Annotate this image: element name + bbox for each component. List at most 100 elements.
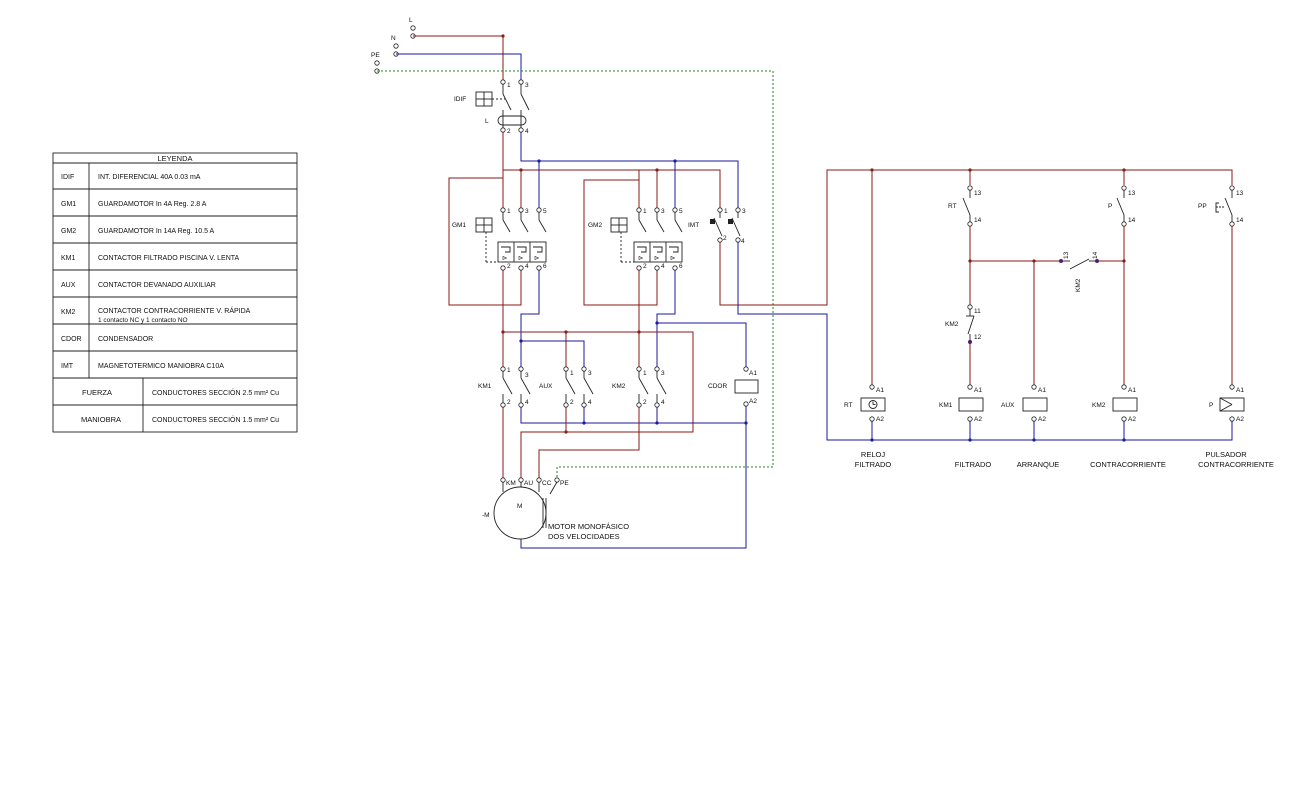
cdor-capacitor: CDOR A1 A2 [708, 366, 759, 407]
svg-text:A1: A1 [1128, 387, 1136, 394]
svg-text:PE: PE [560, 480, 569, 487]
svg-text:2: 2 [643, 263, 647, 270]
coil-label: AUX [1001, 402, 1015, 409]
svg-text:A1: A1 [1236, 387, 1244, 394]
label-n: N [391, 35, 396, 42]
svg-text:1: 1 [507, 82, 511, 89]
legend-section-desc: CONDUCTORES SECCIÓN 2.5 mm² Cu [152, 388, 279, 397]
svg-text:1: 1 [570, 370, 574, 377]
idif-toroid [497, 115, 527, 126]
svg-text:4: 4 [525, 263, 529, 270]
legend-code: GM1 [61, 201, 76, 208]
legend-code: AUX [61, 282, 76, 289]
label-km2: KM2 [612, 383, 626, 390]
p-pushbutton-contact: 13 P 14 [1108, 170, 1136, 227]
gm2-motor-protector: 1 3 5 GM2 ⊳⊳⊳ 2 4 6 [583, 179, 683, 306]
svg-text:⊳: ⊳ [534, 255, 540, 262]
wire-neutral-supply [396, 53, 522, 80]
control-circuit: 13 RT 14 11 KM2 12 [844, 168, 1274, 469]
svg-text:6: 6 [543, 263, 547, 270]
label-aux: AUX [539, 383, 553, 390]
svg-text:2: 2 [570, 399, 574, 406]
svg-text:14: 14 [1128, 217, 1136, 224]
svg-text:A2: A2 [1236, 416, 1244, 423]
svg-text:3: 3 [661, 370, 665, 377]
svg-text:1: 1 [643, 208, 647, 215]
coil-caption: FILTRADO [955, 460, 992, 469]
legend-desc: MAGNETOTERMICO MANIOBRA C10A [98, 363, 224, 370]
svg-text:13: 13 [1128, 190, 1136, 197]
svg-text:⊳: ⊳ [638, 255, 644, 262]
svg-text:3: 3 [525, 208, 529, 215]
legend-code: KM2 [61, 309, 76, 316]
legend-section-name: MANIOBRA [81, 415, 121, 424]
svg-text:-M: -M [482, 512, 490, 519]
legend-desc: CONDENSADOR [98, 336, 153, 343]
svg-text:4: 4 [588, 399, 592, 406]
rt-timer-contact: 13 RT 14 [948, 170, 982, 227]
svg-text:13: 13 [974, 190, 982, 197]
pp-pushbutton-contact: 13 PP 14 [1198, 185, 1244, 227]
power-circuit: L N PE 1 3 IDIF L 2 4 [371, 17, 1233, 549]
svg-text:⊳: ⊳ [518, 255, 524, 262]
svg-text:2: 2 [507, 399, 511, 406]
svg-text:3: 3 [525, 82, 529, 89]
label-cdor: CDOR [708, 383, 727, 390]
legend-frame [52, 152, 298, 433]
svg-text:4: 4 [661, 399, 665, 406]
legend-desc-note: 1 contacto NC y 1 contacto NO [98, 317, 188, 324]
svg-text:A1: A1 [974, 387, 982, 394]
wire-control-phase [719, 169, 1233, 306]
km1-power-contacts: KM1 1 3 2 4 [478, 366, 531, 408]
bus-phase [503, 169, 721, 208]
svg-text:KM: KM [506, 480, 516, 487]
wire-phase-supply [413, 35, 504, 80]
svg-text:3: 3 [588, 370, 592, 377]
svg-text:11: 11 [974, 308, 981, 315]
svg-text:⊳: ⊳ [670, 255, 676, 262]
svg-text:M: M [517, 503, 522, 510]
svg-text:2: 2 [723, 235, 727, 242]
motor-label: MOTOR MONOFÁSICO [548, 522, 629, 531]
svg-text:3: 3 [742, 208, 746, 215]
legend-code: CDOR [61, 336, 82, 343]
svg-text:L: L [485, 118, 489, 125]
label-pp-contact: PP [1198, 203, 1207, 210]
wire-earth [377, 70, 774, 478]
coil-p: A1 P A2 PULSADOR CONTRACORRIENTE [1198, 384, 1274, 469]
bus-neutral [539, 160, 739, 208]
svg-text:5: 5 [679, 208, 683, 215]
label-pe: PE [371, 52, 380, 59]
svg-text:1: 1 [507, 208, 511, 215]
legend-title: LEYENDA [157, 154, 192, 163]
svg-text:A1: A1 [749, 370, 757, 377]
svg-text:3: 3 [525, 372, 529, 379]
legend-desc: GUARDAMOTOR In 4A Reg. 2.8 A [98, 201, 207, 208]
label-imt: IMT [688, 222, 699, 229]
legend-section-desc: CONDUCTORES SECCIÓN 1.5 mm² Cu [152, 415, 279, 424]
legend-desc: CONTACTOR FILTRADO PISCINA V. LENTA [98, 255, 240, 262]
svg-text:A2: A2 [876, 416, 884, 423]
svg-text:1: 1 [507, 367, 511, 374]
svg-text:A1: A1 [876, 387, 884, 394]
legend-desc: CONTACTOR DEVANADO AUXILIAR [98, 282, 216, 289]
svg-text:5: 5 [543, 208, 547, 215]
legend-section-name: FUERZA [82, 388, 112, 397]
km2-nc-contact: 11 KM2 12 [945, 304, 982, 344]
aux-power-contacts: AUX 1 3 2 4 [539, 366, 594, 408]
coil-caption: ARRANQUE [1017, 460, 1060, 469]
svg-text:14: 14 [974, 217, 982, 224]
svg-text:13: 13 [1063, 251, 1070, 259]
km2-power-contacts: KM2 1 3 2 4 [612, 366, 667, 408]
legend-desc: CONTACTOR CONTRACORRIENTE V. RÁPIDA [98, 306, 251, 315]
coil-label: RT [844, 402, 853, 409]
svg-text:2: 2 [507, 263, 511, 270]
svg-text:1: 1 [643, 370, 647, 377]
legend-code: IMT [61, 363, 74, 370]
coil-aux: A1 AUX A2 ARRANQUE [1001, 384, 1060, 469]
svg-text:14: 14 [1092, 251, 1099, 259]
motor: KM AU CC PE M -M MOTOR MONOFÁSICO DOS VE… [482, 477, 629, 541]
svg-text:3: 3 [661, 208, 665, 215]
label-gm2: GM2 [588, 222, 602, 229]
label-km2-nc: KM2 [945, 321, 959, 328]
